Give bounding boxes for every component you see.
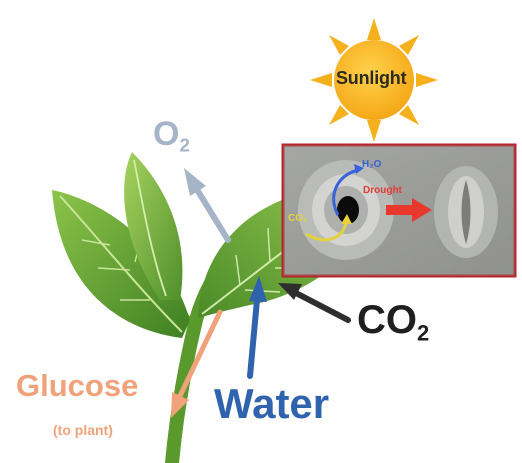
glucose-note-label: (to plant) (53, 422, 113, 438)
inset-co2-label: CO₂ (288, 213, 308, 224)
o2-label-main: O (153, 115, 180, 153)
h2o-flow-arrow (332, 164, 364, 216)
stomata-inset-panel (281, 143, 517, 278)
glucose-label: Glucose (16, 368, 139, 403)
inset-h2o-label: H₂O (362, 159, 382, 170)
water-arrow (247, 276, 267, 379)
o2-label-subscript: 2 (179, 134, 190, 156)
co2-flow-arrow (305, 214, 352, 242)
inset-drought-label: Drought (363, 185, 402, 196)
co2-label-subscript: 2 (417, 320, 430, 346)
co2-label: CO2 (357, 300, 429, 345)
open-stoma-icon (298, 160, 394, 260)
water-label: Water (214, 380, 330, 427)
co2-arrow (278, 283, 351, 323)
sun-icon (310, 18, 438, 142)
closed-stoma-icon (434, 166, 498, 258)
glucose-arrow (171, 309, 223, 418)
co2-label-main: CO (357, 298, 417, 342)
o2-label: O2 (153, 117, 190, 155)
sunlight-label: Sunlight (336, 68, 407, 88)
o2-arrow (184, 168, 231, 243)
left-leaf (52, 190, 190, 338)
drought-arrow (386, 198, 432, 222)
top-leaf (124, 152, 183, 300)
